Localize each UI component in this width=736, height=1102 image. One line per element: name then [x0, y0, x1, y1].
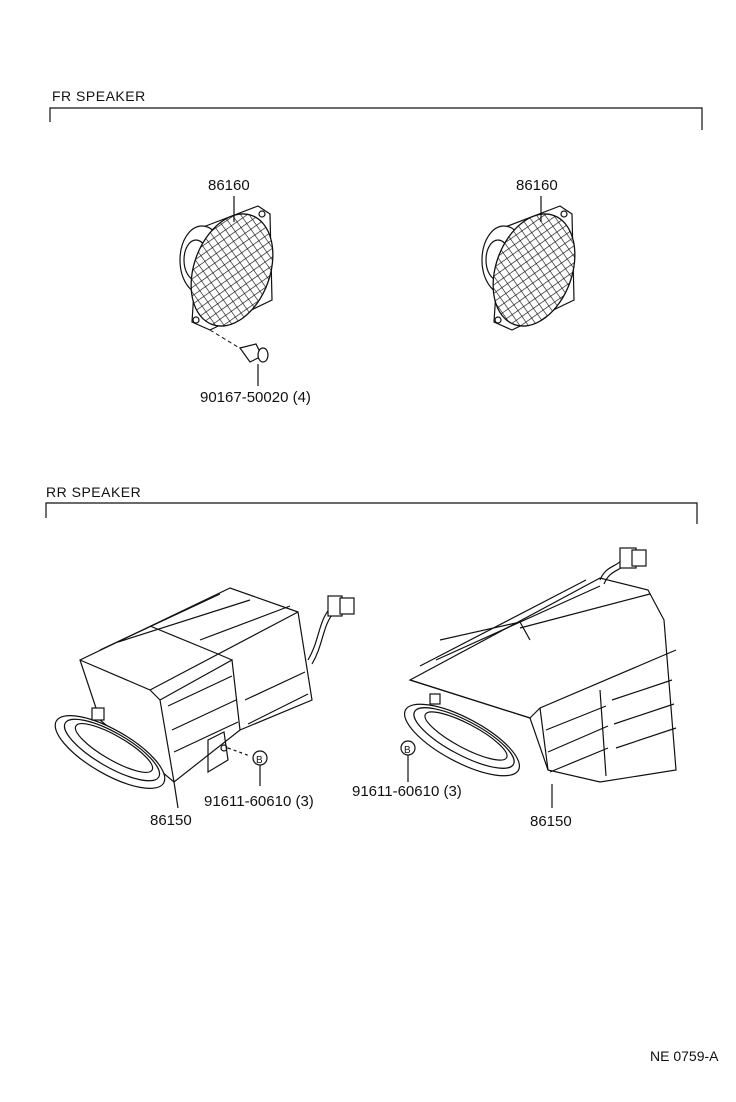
part-number-91611-60610-left: 91611-60610 (3) [204, 793, 314, 810]
callout-b-left-label: B [256, 755, 263, 766]
front-section-bracket [49, 107, 703, 130]
front-section-title: FR SPEAKER [52, 88, 146, 104]
diagram-code: NE 0759-A [650, 1048, 719, 1064]
part-number-86150-right: 86150 [530, 813, 572, 830]
front-screw [209, 329, 269, 386]
part-number-86160-right: 86160 [516, 177, 558, 194]
rear-speaker-right [403, 547, 677, 808]
callout-b-right-label: B [404, 745, 411, 756]
front-speaker-right [481, 196, 576, 331]
part-number-91611-60610-right: 91611-60610 (3) [352, 783, 462, 800]
part-number-86150-left: 86150 [150, 812, 192, 829]
rear-speaker-left [54, 587, 355, 809]
part-number-90167-50020: 90167-50020 (4) [200, 389, 311, 406]
rear-section-bracket [45, 502, 698, 524]
front-speaker-left [179, 196, 274, 331]
part-number-86160-left: 86160 [208, 177, 250, 194]
rear-section-title: RR SPEAKER [46, 484, 141, 500]
